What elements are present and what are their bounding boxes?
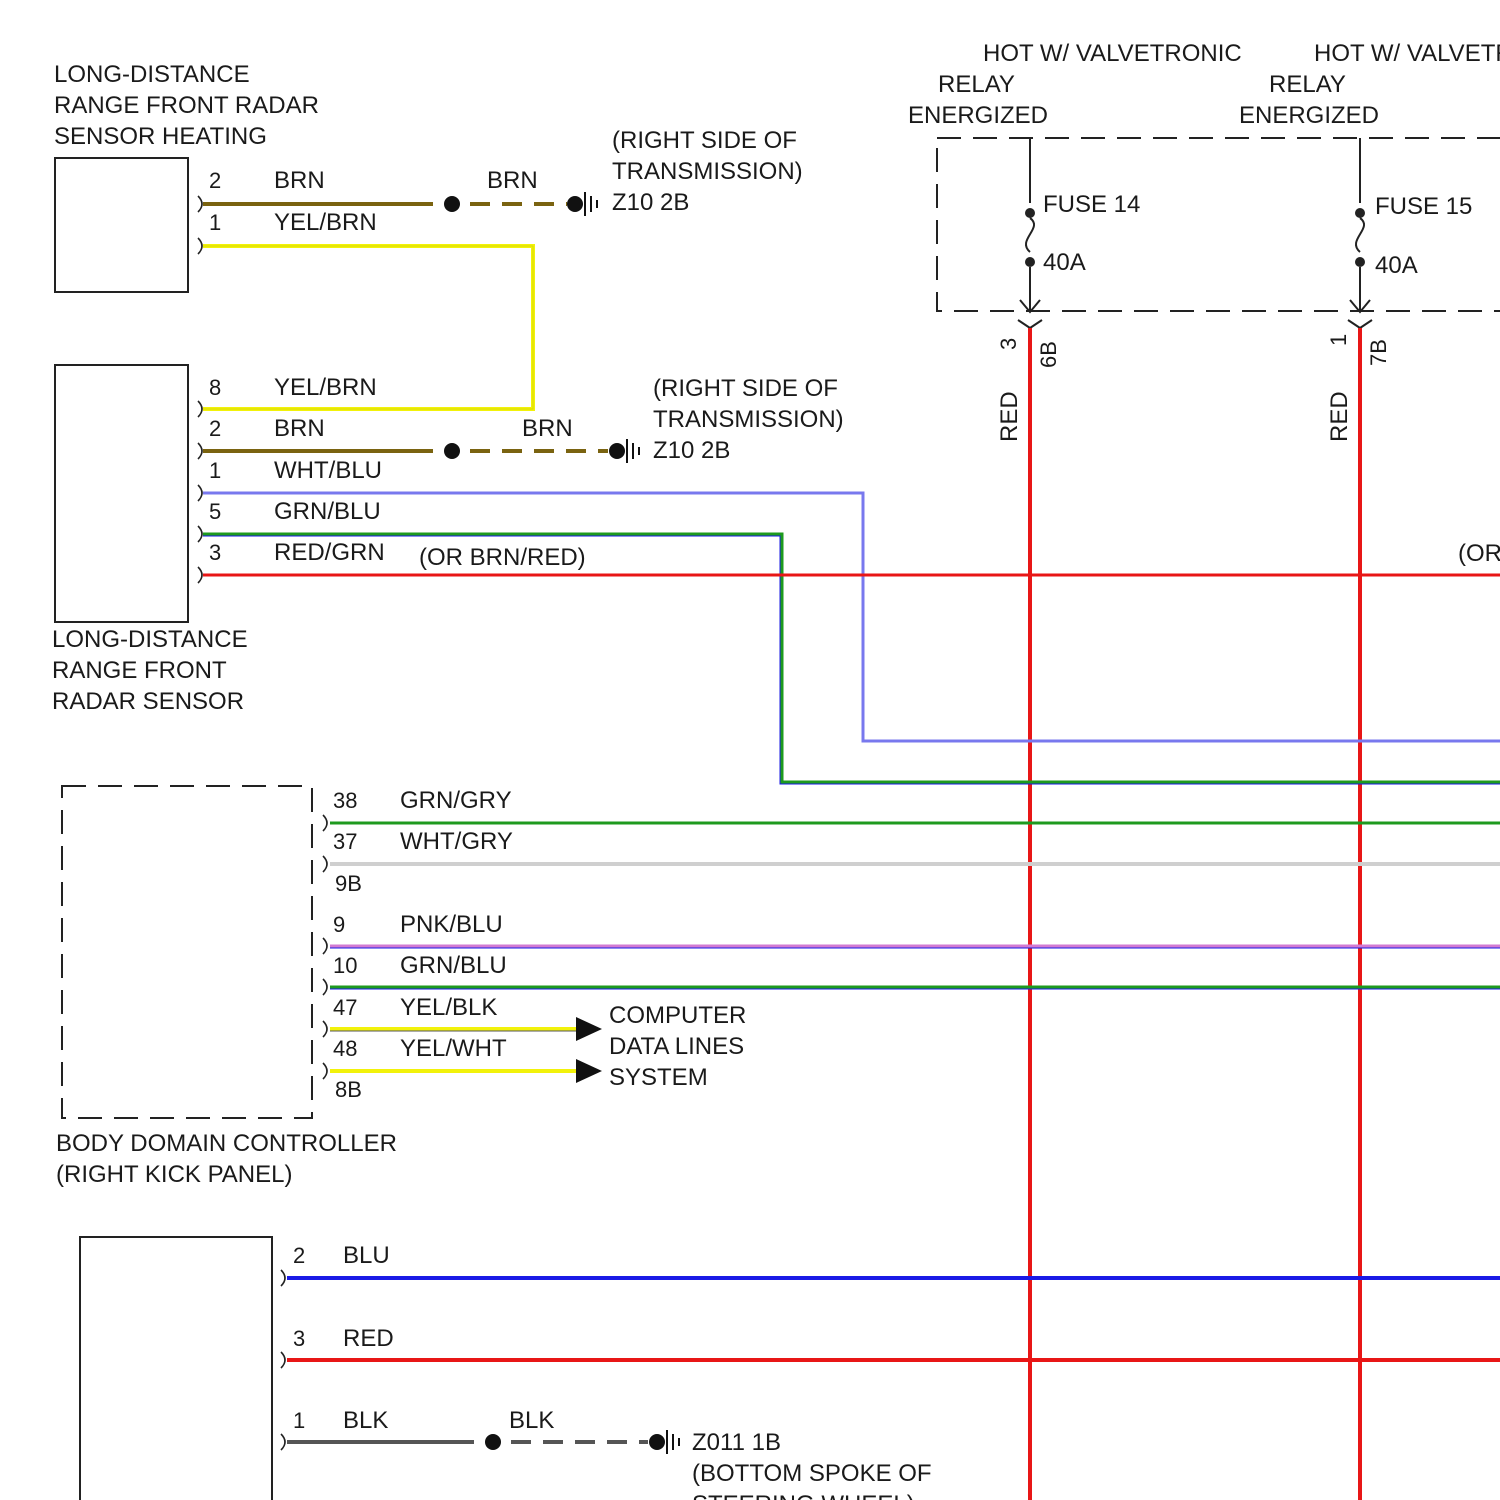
fuse-15-hot-line-2: RELAY (1269, 71, 1346, 98)
fuse-14-terminal-bottom (1025, 257, 1035, 267)
heater-name-line-1: LONG-DISTANCE (54, 61, 250, 88)
fuse-14-pin-number: 3 (996, 338, 1021, 350)
bottom-pin-number: 3 (293, 1326, 305, 1351)
fuse-15-symbol (1356, 218, 1364, 252)
fuse-14-label: FUSE 14 (1043, 191, 1140, 218)
ground-3-location-line-1: (BOTTOM SPOKE OF (692, 1460, 932, 1487)
radar-pin-number: 3 (209, 540, 221, 565)
fuse-15-label: FUSE 15 (1375, 193, 1472, 220)
ground-2-id: Z10 2B (653, 437, 730, 464)
bdc-pin-number: 38 (333, 788, 357, 813)
heater-name-line-3: SENSOR HEATING (54, 123, 267, 150)
fuse-14-rating: 40A (1043, 249, 1086, 276)
right-edge-alt-color-note: (OR (1458, 540, 1500, 567)
radar-sensor-box (55, 365, 188, 622)
bdc-pin-number: 37 (333, 829, 357, 854)
fuse-14-pin-chevron (1018, 320, 1042, 328)
radar-wire-color: GRN/BLU (274, 498, 381, 525)
ground-1-icon (567, 192, 597, 216)
radar-name-line-1: LONG-DISTANCE (52, 626, 248, 653)
bottom-pin-number: 1 (293, 1408, 305, 1433)
sensor-heating-box (55, 158, 188, 292)
ground-1-wire-color: BRN (487, 167, 538, 194)
fuse-14-connector-id: 6B (1036, 341, 1061, 368)
ground-2-location-line-1: (RIGHT SIDE OF (653, 375, 838, 402)
radar-name-line-3: RADAR SENSOR (52, 688, 244, 715)
fuse-15-pin-number: 1 (1326, 334, 1351, 346)
radar-pin-number: 5 (209, 499, 221, 524)
data-lines-label-line-1: COMPUTER (609, 1002, 746, 1029)
ground-2-icon (609, 439, 639, 463)
bottom-wire-color: BLK (343, 1407, 388, 1434)
fuse-15-hot-line-3: ENERGIZED (1239, 102, 1379, 129)
ground-3-wire-color: BLK (509, 1407, 554, 1434)
bdc-wire-color: GRN/BLU (400, 952, 507, 979)
fuse-15-terminal-bottom (1355, 257, 1365, 267)
ground-2-location-line-2: TRANSMISSION) (653, 406, 844, 433)
radar-pin-number: 8 (209, 375, 221, 400)
wire-wht-blu (203, 493, 1500, 741)
fuse-15-rating: 40A (1375, 252, 1418, 279)
bdc-pin-number: 47 (333, 995, 357, 1020)
ground-3-id: Z011 1B (692, 1429, 781, 1456)
fuse-15-hot-line-1: HOT W/ VALVETRONIC (1314, 40, 1500, 67)
fuse-14-symbol (1026, 218, 1034, 252)
splice-dot (444, 196, 460, 212)
heater-wire-color: YEL/BRN (274, 209, 377, 236)
ground-3-location-line-2: STEERING WHEEL) (692, 1491, 915, 1500)
heater-pin-number: 1 (209, 210, 221, 235)
heater-pin-number: 2 (209, 168, 221, 193)
ground-2-wire-color: BRN (522, 415, 573, 442)
fuse-15-pin-chevron (1348, 320, 1372, 328)
fuse-15-terminal-top (1355, 208, 1365, 218)
bottom-component-box (80, 1237, 272, 1500)
fuse-14-hot-line-2: RELAY (938, 71, 1015, 98)
bdc-name-line-2: (RIGHT KICK PANEL) (56, 1161, 292, 1188)
fuse-15-wire-color: RED (1326, 391, 1353, 442)
bdc-wire-color: GRN/GRY (400, 787, 512, 814)
radar-name-line-2: RANGE FRONT (52, 657, 227, 684)
ground-3-icon (649, 1430, 679, 1454)
radar-wire-color: WHT/BLU (274, 457, 382, 484)
bdc-pin-number: 10 (333, 953, 357, 978)
splice-dot (444, 443, 460, 459)
radar-wire-color: BRN (274, 415, 325, 442)
heater-name-line-2: RANGE FRONT RADAR (54, 92, 319, 119)
radar-pin-number: 2 (209, 416, 221, 441)
radar-alt-color-note: (OR BRN/RED) (419, 544, 586, 571)
data-lines-arrow-1 (576, 1017, 602, 1041)
fuse-14-hot-line-1: HOT W/ VALVETRONIC (983, 40, 1242, 67)
fuse-14-hot-line-3: ENERGIZED (908, 102, 1048, 129)
fuse-14-terminal-top (1025, 208, 1035, 218)
bottom-wire-color: RED (343, 1325, 394, 1352)
bottom-wire-color: BLU (343, 1242, 390, 1269)
data-lines-arrow-2 (576, 1059, 602, 1083)
heater-wire-color: BRN (274, 167, 325, 194)
bdc-name-line-1: BODY DOMAIN CONTROLLER (56, 1130, 397, 1157)
radar-wire-color: RED/GRN (274, 539, 385, 566)
splice-dot (485, 1434, 501, 1450)
data-lines-label-line-2: DATA LINES (609, 1033, 744, 1060)
bdc-wire-color: YEL/WHT (400, 1035, 507, 1062)
bdc-wire-color: WHT/GRY (400, 828, 513, 855)
bdc-wire-color: PNK/BLU (400, 911, 503, 938)
fuse-14-wire-color: RED (996, 391, 1023, 442)
bdc-wire-color: YEL/BLK (400, 994, 497, 1021)
bdc-pin-number: 48 (333, 1036, 357, 1061)
bdc-pin-number: 9 (333, 912, 345, 937)
ground-1-location-line-1: (RIGHT SIDE OF (612, 127, 797, 154)
bottom-pin-number: 2 (293, 1243, 305, 1268)
ground-1-id: Z10 2B (612, 189, 689, 216)
fuse-box-outline (937, 138, 1500, 311)
radar-wire-color: YEL/BRN (274, 374, 377, 401)
bdc-pin-number: 9B (335, 871, 362, 896)
ground-1-location-line-2: TRANSMISSION) (612, 158, 803, 185)
data-lines-label-line-3: SYSTEM (609, 1064, 708, 1091)
radar-pin-number: 1 (209, 458, 221, 483)
wire-grn-blu-radar (203, 534, 1500, 782)
bdc-pin-number: 8B (335, 1077, 362, 1102)
body-domain-controller-box (62, 786, 312, 1118)
fuse-15-connector-id: 7B (1366, 339, 1391, 366)
